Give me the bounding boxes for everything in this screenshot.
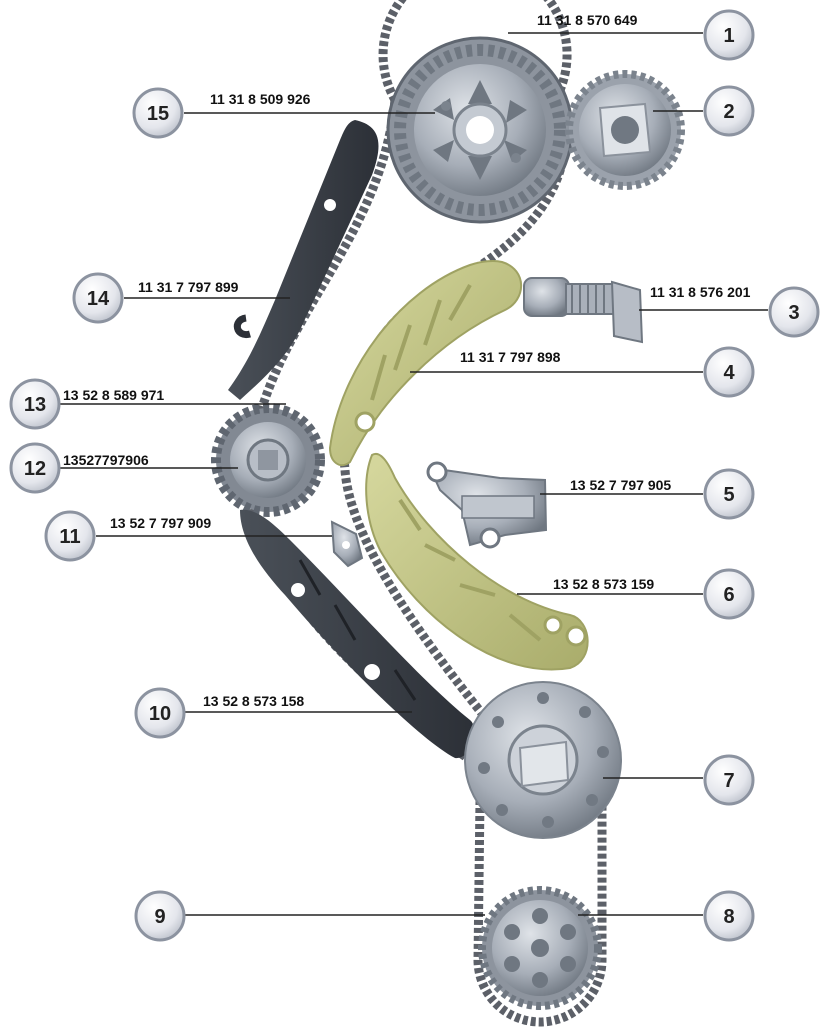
svg-text:6: 6 — [723, 584, 734, 606]
callout-9: 9 — [134, 890, 186, 942]
callout-10: 10 — [134, 687, 186, 739]
part-number-11: 13 52 7 797 909 — [110, 515, 211, 531]
svg-text:9: 9 — [154, 906, 165, 928]
tensioner-rail — [328, 260, 522, 467]
oil-pump-chain-tensioner — [426, 461, 548, 549]
part-number-6: 13 52 8 573 159 — [553, 576, 654, 592]
part-number-3: 11 31 8 576 201 — [650, 284, 751, 300]
lower-guide-rail-dark — [240, 509, 475, 759]
svg-text:12: 12 — [24, 458, 46, 480]
lower-guide-rail-yellow — [365, 452, 589, 671]
chain-guide-bracket — [330, 520, 364, 568]
svg-text:5: 5 — [723, 484, 734, 506]
callout-5: 5 — [703, 468, 755, 520]
callout-4: 4 — [703, 346, 755, 398]
lower-oil-pump-chain — [473, 799, 607, 1027]
callout-badges: 1 2 3 4 5 6 7 8 9 10 11 12 13 14 15 — [9, 9, 820, 942]
crankshaft-sprocket — [211, 403, 325, 517]
svg-text:3: 3 — [788, 302, 799, 324]
callout-6: 6 — [703, 568, 755, 620]
oil-pump-sprocket — [478, 886, 602, 1010]
callout-12: 12 — [9, 442, 61, 494]
callout-14: 14 — [72, 272, 124, 324]
svg-text:8: 8 — [723, 906, 734, 928]
callout-1: 1 — [703, 9, 755, 61]
part-number-10: 13 52 8 573 158 — [203, 693, 304, 709]
part-number-13: 13 52 8 589 971 — [63, 387, 164, 403]
part-number-12: 13527797906 — [63, 452, 149, 468]
svg-text:4: 4 — [723, 362, 735, 384]
callout-8: 8 — [703, 890, 755, 942]
svg-text:7: 7 — [723, 770, 734, 792]
callout-2: 2 — [703, 85, 755, 137]
svg-text:10: 10 — [149, 703, 171, 725]
part-number-5: 13 52 7 797 905 — [570, 477, 671, 493]
part-number-4: 11 31 7 797 898 — [460, 349, 561, 365]
svg-text:14: 14 — [87, 288, 110, 310]
intermediate-gear — [565, 70, 685, 190]
camshaft-sprocket — [386, 36, 574, 224]
svg-text:15: 15 — [147, 103, 169, 125]
drive-sprocket-flange — [464, 681, 622, 839]
part-number-15: 11 31 8 509 926 — [210, 91, 311, 107]
callout-13: 13 — [9, 378, 61, 430]
svg-text:1: 1 — [723, 25, 734, 47]
upper-guide-rail — [228, 120, 379, 400]
leader-lines — [58, 32, 768, 916]
part-number-labels: 11 31 8 570 649 11 31 8 576 201 11 31 7 … — [63, 12, 751, 709]
svg-text:13: 13 — [24, 394, 46, 416]
callout-3: 3 — [768, 286, 820, 338]
chain-tensioner — [523, 277, 644, 344]
callout-15: 15 — [132, 87, 184, 139]
callout-11: 11 — [44, 510, 96, 562]
svg-text:11: 11 — [59, 526, 80, 548]
callout-7: 7 — [703, 754, 755, 806]
svg-text:2: 2 — [723, 101, 734, 123]
part-number-1: 11 31 8 570 649 — [537, 12, 638, 28]
part-number-14: 11 31 7 797 899 — [138, 279, 239, 295]
